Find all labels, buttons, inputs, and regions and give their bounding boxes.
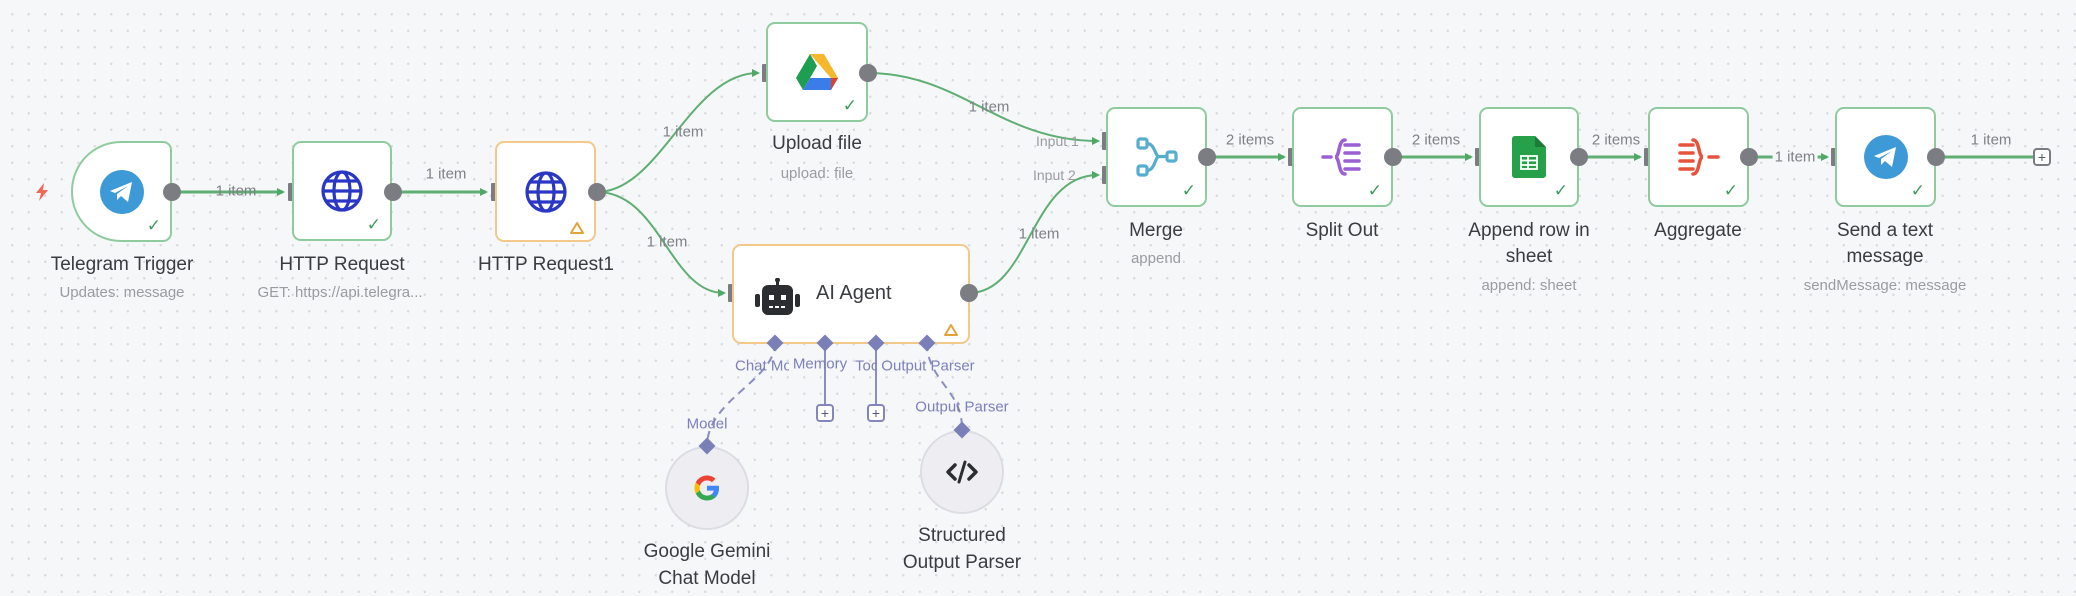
node-title: HTTP Request: [279, 254, 405, 275]
node-structured-output-parser[interactable]: [920, 430, 1004, 514]
node-subtitle: Updates: message: [59, 284, 185, 301]
output-handle[interactable]: [588, 183, 606, 201]
node-split-out[interactable]: ✓: [1292, 107, 1393, 207]
globe-icon: [524, 170, 567, 213]
node-telegram-trigger[interactable]: ✓: [71, 141, 172, 242]
globe-icon: [321, 170, 363, 212]
output-handle[interactable]: [1570, 148, 1588, 166]
node-title: AI Agent: [816, 282, 892, 304]
output-handle[interactable]: [960, 284, 978, 302]
success-check-icon: ✓: [1910, 181, 1925, 200]
connector-output-parser[interactable]: [926, 342, 963, 429]
node-title-line1: Append row in: [1468, 220, 1590, 241]
google-icon: [694, 475, 719, 501]
edge-label: 2 items: [1411, 131, 1461, 149]
edge-agent-to-merge[interactable]: [968, 171, 1100, 294]
edge-label: 2 items: [1225, 131, 1275, 149]
merge-input-label-1: Input 1: [1036, 133, 1079, 149]
edge-label: 2 items: [1591, 131, 1641, 149]
node-upload-file[interactable]: ✓: [766, 22, 868, 122]
warning-icon: [944, 324, 958, 336]
merge-icon: [1135, 137, 1178, 177]
node-subtitle: GET: https://api.telegra...: [257, 284, 423, 301]
node-title: Upload file: [772, 133, 862, 154]
node-subtitle: upload: file: [780, 165, 854, 182]
node-send-text-message[interactable]: ✓: [1835, 107, 1936, 207]
robot-icon: [755, 278, 800, 315]
edge-label: 1 item: [1970, 131, 2012, 149]
output-handle[interactable]: [1927, 148, 1945, 166]
connector-label-output-parser: Output Parser: [915, 398, 1009, 416]
node-title: Merge: [1129, 220, 1183, 241]
edge-label: 1 item: [1018, 225, 1060, 243]
merge-input-label-2: Input 2: [1033, 167, 1076, 183]
edge-http1-to-agent[interactable]: [596, 191, 726, 297]
node-aggregate[interactable]: ✓: [1648, 107, 1749, 207]
node-subtitle: append: sheet: [1481, 277, 1577, 294]
node-merge[interactable]: ✓: [1106, 107, 1207, 207]
edge-label: 1 item: [215, 182, 257, 200]
edge-label: 1 item: [662, 123, 704, 141]
output-handle[interactable]: [859, 64, 877, 82]
node-title-line1: Google Gemini: [643, 541, 771, 562]
port-label-memory: Memory: [792, 355, 848, 373]
node-ai-agent[interactable]: AI Agent: [732, 244, 970, 344]
success-check-icon: ✓: [1553, 181, 1568, 200]
output-handle[interactable]: [163, 183, 181, 201]
node-title-line2: sheet: [1505, 246, 1553, 267]
telegram-icon: [1863, 135, 1908, 179]
split-out-icon: [1320, 138, 1361, 176]
success-check-icon: ✓: [1181, 181, 1196, 200]
output-handle[interactable]: [1384, 148, 1402, 166]
success-check-icon: ✓: [146, 216, 161, 235]
success-check-icon: ✓: [842, 96, 857, 115]
node-http-request[interactable]: ✓: [292, 141, 392, 241]
node-title-line1: Send a text: [1836, 220, 1934, 241]
warning-icon: [570, 222, 584, 234]
output-handle[interactable]: [1198, 148, 1216, 166]
node-title-line2: Chat Model: [658, 568, 756, 589]
node-title: Split Out: [1305, 220, 1379, 241]
edge-label: 1 item: [968, 98, 1010, 116]
output-handle[interactable]: [1740, 148, 1758, 166]
edge-upload-to-merge[interactable]: [867, 72, 1100, 145]
port-label-chat-model: Chat Mod: [735, 357, 789, 375]
node-title: HTTP Request1: [478, 254, 614, 275]
success-check-icon: ✓: [1723, 181, 1738, 200]
node-title: Telegram Trigger: [50, 254, 194, 275]
edge-label: 1 item: [1772, 148, 1818, 166]
node-title: Aggregate: [1654, 220, 1742, 241]
google-sheets-icon: [1512, 136, 1546, 178]
success-check-icon: ✓: [1367, 181, 1382, 200]
node-title-line1: Structured: [918, 525, 1006, 546]
node-google-gemini[interactable]: [665, 446, 749, 530]
trigger-bolt-icon: [36, 183, 48, 201]
node-title-line2: Output Parser: [902, 552, 1022, 573]
aggregate-icon: [1677, 138, 1720, 176]
node-http-request1[interactable]: [495, 141, 596, 242]
google-drive-icon: [796, 54, 838, 90]
edge-label: 1 item: [425, 165, 467, 183]
port-label-output-parser: Output Parser: [881, 357, 975, 375]
node-subtitle: sendMessage: message: [1803, 277, 1967, 294]
edge-label: 1 item: [646, 233, 688, 251]
telegram-icon: [99, 169, 144, 214]
connector-label-model: Model: [686, 415, 728, 433]
success-check-icon: ✓: [366, 215, 381, 234]
output-handle[interactable]: [384, 183, 402, 201]
node-subtitle: append: [1130, 250, 1182, 267]
port-label-tool: Tool: [855, 357, 877, 375]
add-next-node-button[interactable]: +: [2033, 148, 2051, 166]
code-icon: [946, 460, 978, 484]
node-append-row-in-sheet[interactable]: ✓: [1479, 107, 1579, 207]
connector-chat-model[interactable]: [706, 342, 776, 447]
node-title-line2: message: [1846, 246, 1924, 267]
add-tool-button[interactable]: +: [867, 404, 885, 422]
add-memory-button[interactable]: +: [816, 404, 834, 422]
edge-http1-to-upload[interactable]: [596, 69, 760, 193]
